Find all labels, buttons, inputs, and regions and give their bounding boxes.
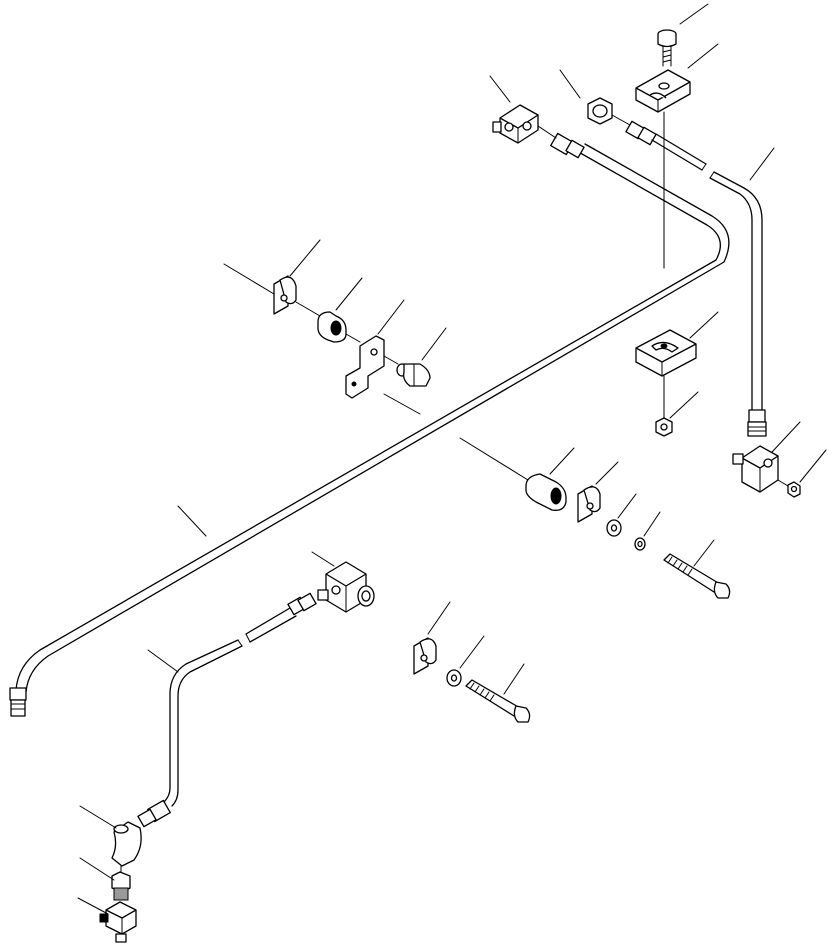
callout-leader-block-right <box>771 421 801 453</box>
callout-leader-tube-long <box>177 505 207 537</box>
callout-leader-union <box>79 857 115 881</box>
nut-fitting <box>587 97 631 126</box>
nut-lock <box>655 417 673 437</box>
callout-leader-spacer-middle <box>549 447 575 475</box>
callout-leader-block-upper <box>489 75 511 103</box>
callout-leader-nut-lock <box>669 391 699 419</box>
assembly-line-left-3 <box>383 355 399 365</box>
spacer-left <box>317 311 347 343</box>
callout-leaders <box>77 3 827 915</box>
callout-leader-clip-lower <box>427 601 451 635</box>
callout-leader-clip-left <box>289 239 321 277</box>
lockwasher-middle <box>634 537 646 551</box>
clip-middle <box>577 485 601 523</box>
callout-leader-cap-screw <box>679 3 709 25</box>
callout-leader-tube-upper <box>223 263 275 295</box>
callout-leader-washer-lower <box>459 635 485 669</box>
bracket-left <box>345 335 385 399</box>
callout-leader-clamp-cap <box>687 43 719 69</box>
callout-leader-bracket-left <box>377 299 405 335</box>
union-fitting <box>111 865 131 901</box>
tube-lower-bent <box>137 592 317 828</box>
assembly-line-left-2 <box>345 333 361 343</box>
callout-leader-block-middle <box>311 551 335 567</box>
cap-screw-top <box>657 29 677 67</box>
callout-leader-tube-right <box>749 147 775 181</box>
bolt-middle <box>663 553 731 599</box>
connector-block-bottom <box>99 901 137 943</box>
callout-leader-bolt-middle <box>693 539 715 567</box>
clamp-cap-upper <box>635 69 691 113</box>
callout-leader-clip-middle <box>595 461 619 485</box>
callout-leader-elbow <box>79 805 117 829</box>
callout-leader-clamp-base <box>689 311 719 339</box>
nut-small-right <box>787 481 801 498</box>
callout-leader-spacer-left <box>335 277 363 311</box>
callout-leader-nut-fitting <box>559 69 581 99</box>
tube-long-upper <box>9 132 730 717</box>
callout-leader-bolt-lower <box>503 663 525 695</box>
connector-block-right <box>732 445 789 493</box>
callout-leader-tube-lower <box>147 649 179 673</box>
assembly-line-middle-1 <box>459 437 529 481</box>
assembly-line-left-1 <box>295 301 321 317</box>
clamp-base-lower <box>635 329 697 377</box>
connector-block-upper <box>492 104 557 144</box>
bolt-left <box>396 363 431 387</box>
callout-leader-block-bottom <box>77 897 109 915</box>
washer-lower <box>446 669 462 687</box>
clip-left <box>273 275 297 315</box>
callout-leader-washer-middle <box>617 493 637 519</box>
washer-middle <box>606 519 622 537</box>
clip-lower <box>413 637 437 675</box>
callout-leader-bolt-left <box>421 327 447 361</box>
connector-block-middle <box>317 561 375 613</box>
callout-leader-lockwasher-middle <box>643 511 661 537</box>
callout-leader-nut-small <box>799 449 827 483</box>
assembly-line-left-4 <box>383 393 421 415</box>
spacer-middle <box>525 473 567 511</box>
elbow-fitting <box>111 821 142 867</box>
bolt-lower <box>465 679 531 723</box>
